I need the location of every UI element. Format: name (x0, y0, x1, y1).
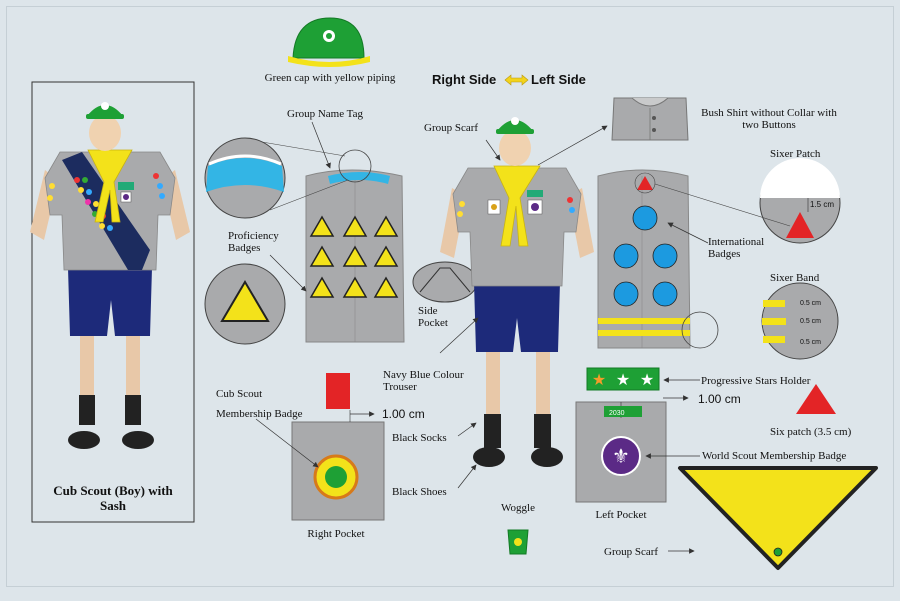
shirt-panel-left (597, 169, 691, 349)
world-scout-badge-label: World Scout Membership Badge (702, 450, 847, 462)
cap-label: Green cap with yellow piping (264, 72, 396, 84)
woggle-label: Woggle (501, 502, 535, 514)
group-scarf-triangle (678, 466, 878, 570)
group-name-tag-label: Group Name Tag (287, 108, 364, 120)
svg-text:★: ★ (640, 372, 654, 389)
bush-shirt-label: Bush Shirt without Collar with two Butto… (701, 107, 837, 131)
svg-text:★: ★ (616, 372, 630, 389)
black-shoes-label: Black Shoes (392, 486, 447, 498)
svg-text:★: ★ (592, 372, 606, 389)
center-boy-figure (440, 117, 594, 467)
black-socks-label: Black Socks (392, 432, 447, 444)
right-pocket-measure: 1.00 cm (382, 407, 425, 421)
side-title-right: Right Side (432, 72, 497, 87)
right-pocket (291, 373, 385, 521)
leader-lines (255, 121, 709, 554)
band-measure-1: 0.5 cm (800, 300, 822, 307)
name-tag-zoom (204, 137, 372, 219)
six-patch-triangle (796, 384, 836, 414)
svg-text:⚜: ⚜ (612, 446, 630, 468)
side-pocket-zoom (412, 261, 478, 303)
sixer-band-zoom (681, 282, 839, 360)
right-pocket-label: Right Pocket (307, 528, 365, 540)
cub-scout-membership-badge-label: Cub Scout Membership Badge (216, 388, 303, 420)
pocket-tag-number: 2030 (609, 410, 625, 417)
proficiency-badges-label: Proficiency Badges (228, 230, 279, 254)
band-measure-2: 0.5 cm (800, 318, 822, 325)
left-pocket: ⚜ (575, 401, 667, 503)
boy-frame (31, 81, 195, 523)
navy-trouser-label: Navy Blue Colour Trouser (383, 369, 464, 393)
progressive-stars-holder: ★ ★ ★ (586, 367, 660, 391)
international-badges-label: International Badges (708, 236, 765, 260)
double-arrow-icon (504, 74, 529, 86)
boy-with-sash-figure (30, 102, 190, 449)
side-pocket-label: Side Pocket (418, 305, 448, 329)
progressive-stars-label: Progressive Stars Holder (701, 375, 811, 387)
six-patch-label: Six patch (3.5 cm) (770, 426, 852, 438)
badge-zoom (204, 263, 286, 345)
group-scarf-label: Group Scarf (424, 122, 479, 134)
group-scarf-bottom-label: Group Scarf (604, 546, 659, 558)
side-title-left: Left Side (531, 72, 586, 87)
sixer-patch-zoom (634, 158, 841, 244)
left-pocket-measure: 1.00 cm (698, 392, 741, 406)
band-measure-3: 0.5 cm (800, 339, 822, 346)
boy-caption: Cub Scout (Boy) with Sash (53, 483, 173, 513)
left-pocket-label: Left Pocket (595, 509, 647, 521)
sixer-patch-measure: 1.5 cm (810, 200, 835, 209)
woggle-icon (507, 529, 529, 555)
cap-icon (288, 17, 370, 67)
sixer-patch-label: Sixer Patch (770, 148, 821, 160)
sixer-band-label: Sixer Band (770, 272, 820, 284)
bush-shirt-collar (611, 97, 689, 141)
proficiency-badge-grid (309, 215, 399, 298)
